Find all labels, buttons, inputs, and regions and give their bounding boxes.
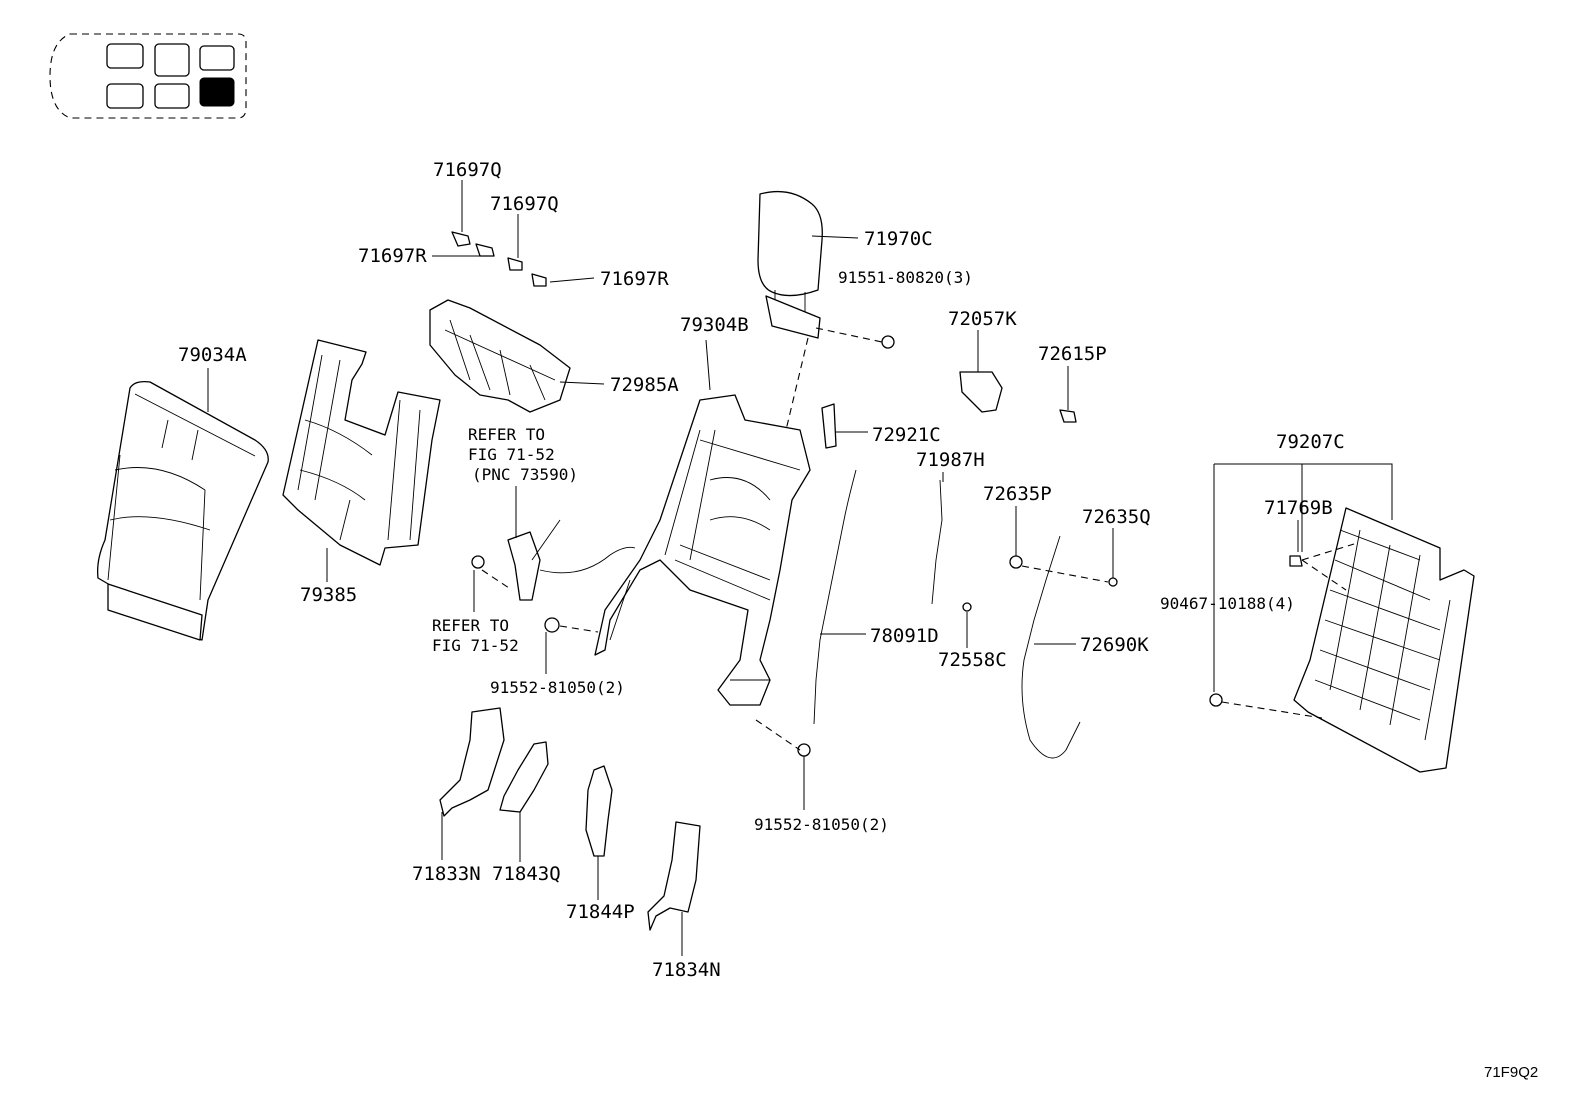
label-91552-2: 91552-81050(2) (754, 815, 889, 834)
ref-note-1-line-2: FIG 71-52 (468, 445, 555, 464)
label-71697Q-2: 71697Q (490, 193, 559, 215)
label-71987H: 71987H (916, 449, 985, 471)
label-71834N: 71834N (652, 959, 721, 981)
part-91551-shape (881, 335, 895, 349)
label-72921C: 72921C (872, 424, 941, 446)
seat-belt-buckle-drawing (471, 519, 636, 633)
seatback-cover-drawing (97, 380, 269, 641)
ref-note-1-line-3: (PNC 73590) (472, 465, 578, 484)
trim-71844P-shape (585, 765, 613, 857)
part-72615P-shape (1059, 409, 1077, 423)
label-71697Q-1: 71697Q (433, 159, 502, 181)
trim-71833N-shape (439, 707, 505, 817)
ref-note-2-line-1: REFER TO (432, 616, 509, 635)
label-72558C: 72558C (938, 649, 1007, 671)
part-71769B-shape (1289, 555, 1303, 567)
clips-drawing (451, 231, 547, 287)
part-90467-shape (1209, 693, 1223, 707)
part-72635P-shape (1009, 555, 1023, 569)
label-79304B: 79304B (680, 314, 749, 336)
seat-icon-rear-center (154, 83, 190, 109)
hinge-cover-drawing (429, 299, 571, 413)
label-72635Q: 72635Q (1082, 506, 1151, 528)
seat-icon-rear-left (106, 83, 144, 109)
label-71697R-1: 71697R (358, 245, 427, 267)
label-90467: 90467-10188(4) (1160, 594, 1295, 613)
label-71833N: 71833N (412, 863, 481, 885)
label-72057K: 72057K (948, 308, 1017, 330)
label-71769B: 71769B (1264, 497, 1333, 519)
ref-note-1-line-1: REFER TO (468, 425, 545, 444)
trim-71843Q-shape (499, 741, 549, 813)
part-72057K-shape (959, 371, 1003, 413)
label-71970C: 71970C (864, 228, 933, 250)
label-71843Q: 71843Q (492, 863, 561, 885)
label-79385: 79385 (300, 584, 357, 606)
label-91552-1: 91552-81050(2) (490, 678, 625, 697)
label-72690K: 72690K (1080, 634, 1149, 656)
cables-drawing (813, 469, 1081, 759)
seat-icon-front-right (199, 45, 235, 71)
part-72635Q-shape (1108, 577, 1118, 587)
label-79034A: 79034A (178, 344, 247, 366)
seat-icon-rear-right-highlighted (199, 77, 235, 107)
misc-small-parts-drawing (797, 335, 1303, 757)
seat-icon-front-left (106, 43, 144, 69)
lower-trims-drawing (439, 707, 701, 931)
label-71697R-2: 71697R (600, 268, 669, 290)
headrest-drawing (757, 190, 823, 339)
trim-71834N-shape (647, 821, 701, 931)
label-72615P: 72615P (1038, 343, 1107, 365)
part-72921C-shape (821, 403, 837, 449)
part-72558C-shape (962, 602, 972, 612)
label-79207C: 79207C (1276, 431, 1345, 453)
part-labels: 79034A 79385 71697Q 71697Q 71697R 71697R… (178, 159, 1345, 981)
label-91551: 91551-80820(3) (838, 268, 973, 287)
seatback-pad-drawing (282, 339, 441, 566)
seat-icon-front-center (154, 43, 190, 77)
label-78091D: 78091D (870, 625, 939, 647)
figure-code: 71F9Q2 (1484, 1064, 1538, 1081)
leader-lines (207, 180, 1393, 956)
reference-notes: REFER TO FIG 71-52 (PNC 73590) REFER TO … (432, 425, 578, 655)
seat-position-indicator (49, 33, 247, 119)
dashed-lines (481, 327, 1355, 751)
label-71844P: 71844P (566, 901, 635, 923)
label-72635P: 72635P (983, 483, 1052, 505)
ref-note-2-line-2: FIG 71-52 (432, 636, 519, 655)
seatback-board-drawing (1293, 507, 1475, 773)
seat-frame-drawing (594, 394, 811, 706)
label-72985A: 72985A (610, 374, 679, 396)
